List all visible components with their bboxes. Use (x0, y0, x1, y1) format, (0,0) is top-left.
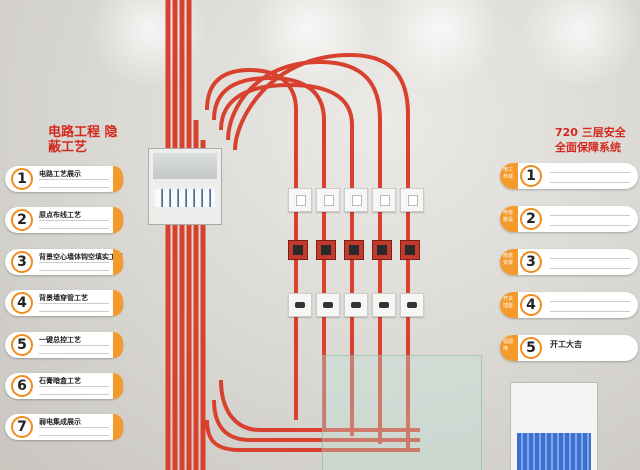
wall-socket (288, 293, 312, 317)
wall-socket (372, 293, 396, 317)
glass-panel (322, 355, 482, 470)
junction-box (316, 240, 336, 260)
distribution-box (148, 148, 222, 225)
junction-box (372, 240, 392, 260)
wall-switch (372, 188, 396, 212)
weak-current-box (510, 382, 598, 470)
junction-box (400, 240, 420, 260)
left-panel-title: 电路工程 隐蔽工艺 (48, 125, 118, 155)
junction-box (344, 240, 364, 260)
wall-socket (344, 293, 368, 317)
wall-switch (344, 188, 368, 212)
cable-bundle (517, 433, 591, 470)
junction-box (288, 240, 308, 260)
wall-switch (316, 188, 340, 212)
wall-socket (316, 293, 340, 317)
distribution-box-cover (153, 153, 217, 179)
wall-switch (288, 188, 312, 212)
wall-switch (400, 188, 424, 212)
right-panel-title: 720 三层安全 全面保障系统 (555, 126, 626, 154)
wall-socket (400, 293, 424, 317)
breaker-row (155, 189, 215, 207)
